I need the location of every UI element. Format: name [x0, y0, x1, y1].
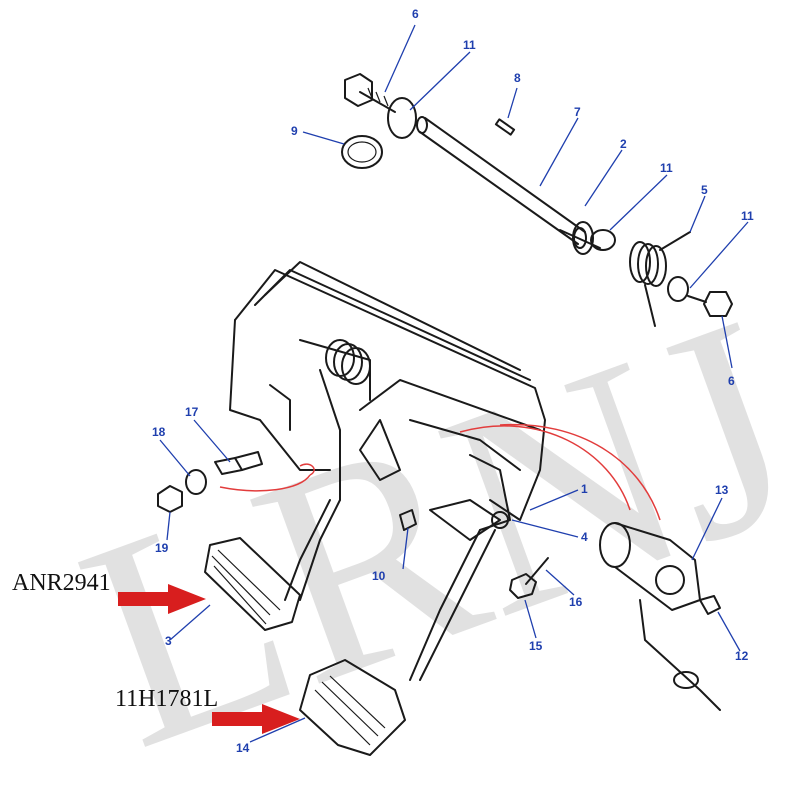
pivot-shaft	[416, 116, 616, 255]
callout-11: 11	[660, 161, 673, 175]
bolt-right	[687, 291, 733, 317]
washer-18	[185, 469, 207, 495]
clutch-pedal	[204, 499, 341, 631]
part-number-11h1781l: 11H1781L	[115, 686, 218, 712]
bush-right	[667, 276, 689, 302]
callout-13: 13	[715, 483, 729, 497]
callout-5: 5	[701, 183, 708, 197]
callout-2: 2	[620, 137, 627, 151]
callout-3: 3	[165, 634, 172, 648]
watermark: LRNJ	[46, 254, 800, 800]
callout-8: 8	[514, 71, 521, 85]
callout-11: 11	[741, 209, 754, 223]
callout-10: 10	[372, 569, 386, 583]
return-spring	[629, 231, 691, 327]
clip-10	[399, 509, 417, 531]
part-number-arrow-3: ANR2941	[12, 570, 206, 614]
callout-14: 14	[236, 741, 250, 755]
callout-4: 4	[581, 530, 588, 544]
callout-9: 9	[291, 124, 298, 138]
callout-18: 18	[152, 425, 166, 439]
wiring-guides	[219, 423, 661, 521]
bolt-top	[344, 73, 396, 113]
callout-12: 12	[735, 649, 749, 663]
bolt-15	[509, 557, 549, 599]
pedal-box-housing	[229, 261, 546, 541]
washer-9	[341, 135, 383, 169]
callout-19: 19	[155, 541, 169, 555]
nut-19	[157, 485, 183, 513]
callout-6: 6	[728, 374, 735, 388]
callout-6: 6	[412, 7, 419, 21]
master-cylinder	[599, 522, 721, 711]
callout-1: 1	[581, 482, 588, 496]
callout-15: 15	[529, 639, 543, 653]
red-arrow-icon	[118, 584, 206, 614]
part-number-anr2941: ANR2941	[12, 570, 111, 596]
bush-top	[387, 97, 417, 139]
callout-17: 17	[185, 405, 199, 419]
callout-labels: 6 11 8 7 9 2 11 5 11 6 1 4 13 12 16 15 1…	[152, 7, 754, 755]
red-arrow-icon	[212, 704, 300, 734]
pin-8	[494, 118, 516, 136]
leader-lines	[159, 24, 749, 743]
brake-pedal	[299, 529, 496, 756]
callout-16: 16	[569, 595, 583, 609]
callout-11: 11	[463, 38, 476, 52]
part-number-arrow-14: 11H1781L	[115, 686, 300, 734]
callout-7: 7	[574, 105, 581, 119]
